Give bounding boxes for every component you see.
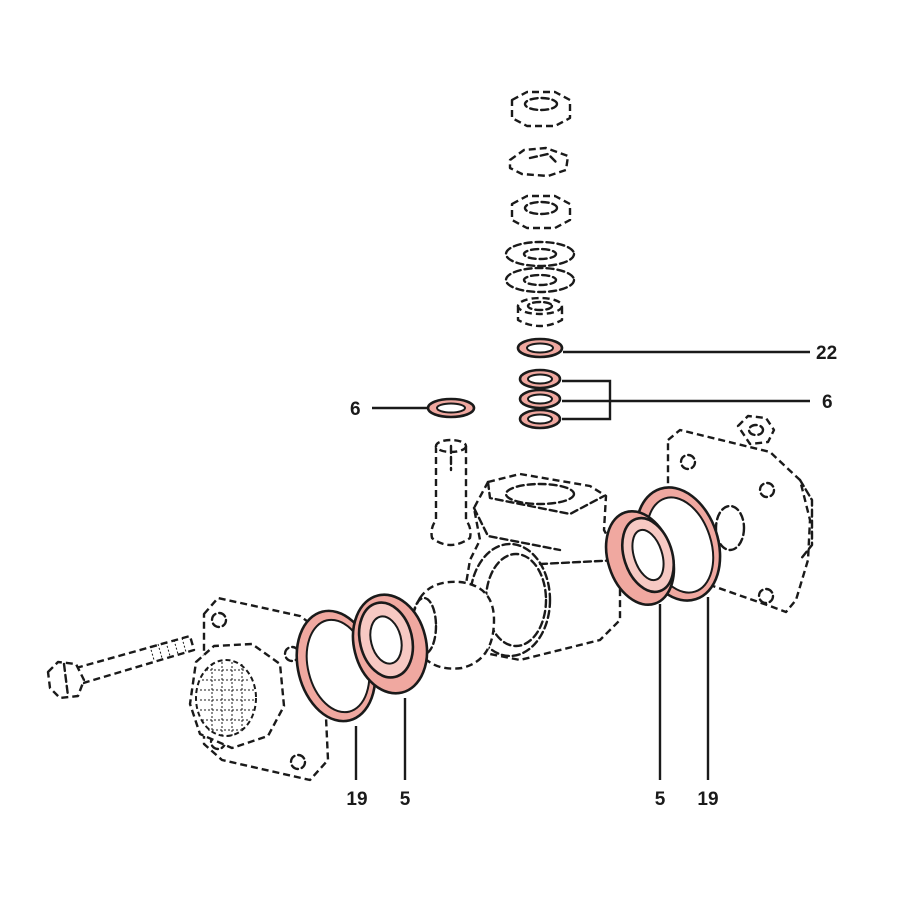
- spare-seal-6: [426, 397, 476, 419]
- belleville-washer-2: [504, 266, 576, 294]
- packing-gland: [516, 296, 564, 328]
- callout-19-left: 19: [346, 789, 367, 810]
- callout-19-right: 19: [697, 789, 718, 810]
- right-cap-bolt-head: [736, 414, 776, 446]
- valve-body: [458, 472, 622, 662]
- stem-seal-6a: [518, 368, 562, 390]
- callout-6-left: 6: [350, 399, 361, 420]
- callout-6-right: 6: [822, 392, 833, 413]
- stem-nut-middle: [510, 194, 572, 230]
- stem-nut-top: [510, 90, 572, 128]
- right-seat-5: [604, 509, 676, 607]
- leader-6-right: [562, 379, 810, 421]
- callout-22: 22: [816, 343, 837, 364]
- stem-seal-6c: [518, 408, 562, 430]
- long-bolt: [46, 634, 196, 700]
- stem-seal-22: [516, 337, 564, 359]
- belleville-washer-1: [504, 240, 576, 268]
- left-seat-5: [351, 593, 429, 695]
- valve-stem: [430, 438, 472, 547]
- callout-5-left: 5: [400, 789, 411, 810]
- callout-5-right: 5: [655, 789, 666, 810]
- stem-seal-6b: [518, 388, 562, 410]
- lock-saddle: [508, 146, 570, 178]
